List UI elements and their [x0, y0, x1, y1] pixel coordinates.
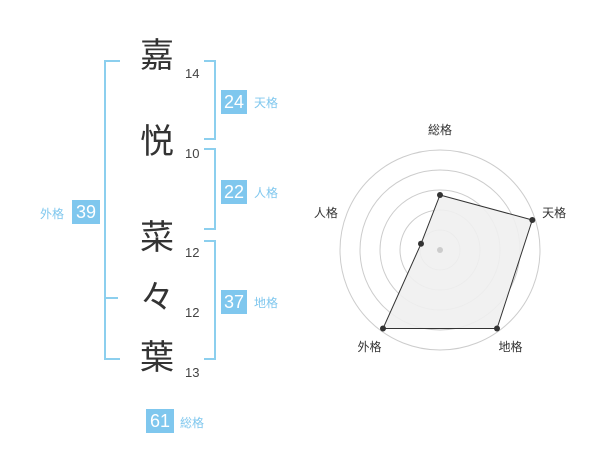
name-char-3: 菜 [140, 218, 174, 258]
jinkaku-label: 人格 [254, 186, 279, 200]
tenkaku-bracket [204, 60, 216, 140]
radar-area [382, 194, 533, 329]
soukaku-label: 総格 [180, 416, 205, 430]
radar-axis-label-3: 地格 [498, 339, 522, 354]
gaikaku-label: 外格 [40, 207, 65, 221]
radar-axis-label-2: 天格 [542, 205, 566, 220]
stroke-count-2: 10 [185, 146, 200, 161]
radar-axis-label-5: 人格 [314, 205, 338, 220]
stroke-count-5: 13 [185, 365, 200, 380]
soukaku-badge: 61 [146, 409, 174, 433]
radar-center [437, 247, 443, 253]
radar-ring-5 [339, 149, 541, 351]
tenkaku-badge: 24 [221, 90, 247, 114]
name-char-5: 葉 [140, 338, 174, 378]
stroke-count-4: 12 [185, 305, 200, 320]
tenkaku-label: 天格 [254, 96, 279, 110]
gaikaku-bracket-tick [104, 297, 118, 299]
radar-point-1 [437, 192, 443, 198]
chikaku-badge: 37 [221, 290, 247, 314]
radar-point-4 [380, 325, 386, 332]
chikaku-bracket [204, 240, 216, 360]
jinkaku-bracket [204, 148, 216, 230]
stroke-count-1: 14 [185, 66, 200, 81]
gaikaku-badge: 39 [72, 200, 100, 224]
name-char-1: 嘉 [140, 36, 174, 76]
radar-point-5 [418, 240, 424, 247]
radar-point-2 [529, 217, 536, 223]
stroke-count-3: 12 [185, 245, 200, 260]
radar-axis-label-1: 総格 [428, 122, 452, 137]
gaikaku-bracket [104, 60, 120, 360]
jinkaku-badge: 22 [221, 180, 247, 204]
radar-axis-label-4: 外格 [357, 339, 381, 354]
radar-point-3 [494, 325, 500, 332]
name-char-4: 々 [140, 278, 174, 318]
name-char-2: 悦 [140, 122, 174, 162]
chikaku-label: 地格 [254, 296, 279, 310]
